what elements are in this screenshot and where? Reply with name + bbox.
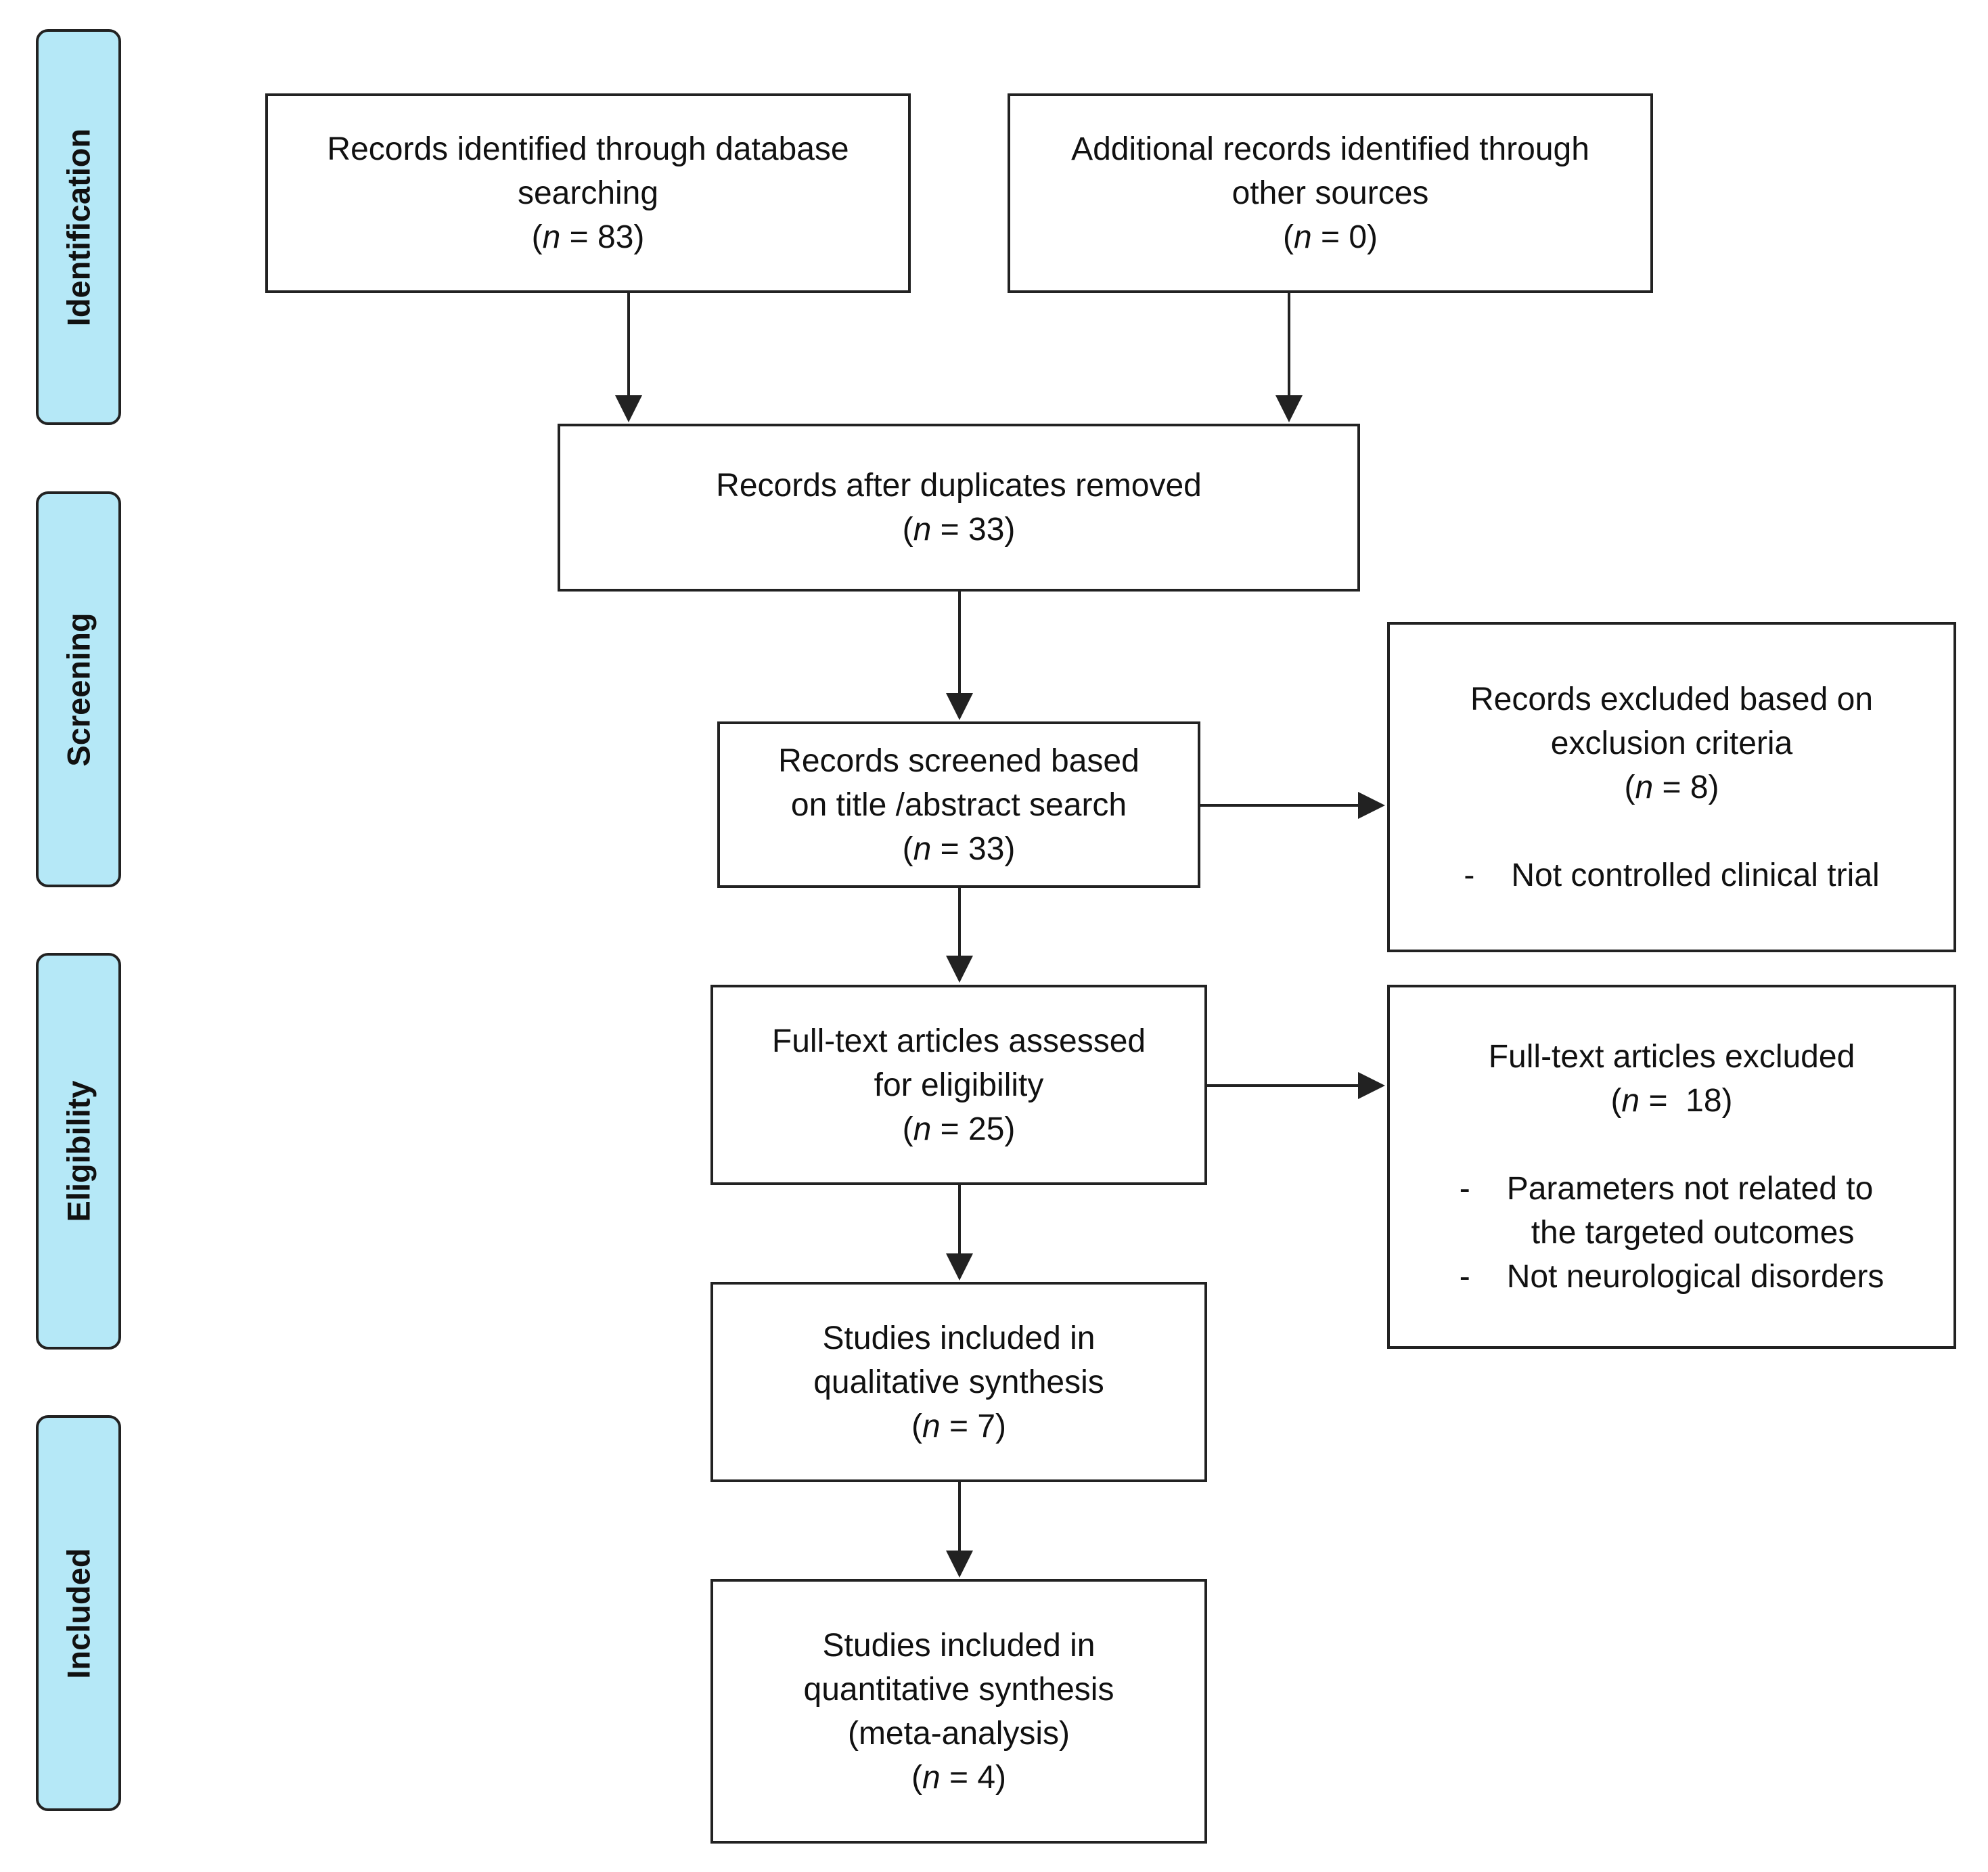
stage-eligibility: Eligibility	[36, 953, 121, 1350]
box-count: (n = 0)	[1282, 219, 1378, 255]
stage-included: Included	[36, 1415, 121, 1811]
box-records-screened: Records screened based on title /abstrac…	[717, 721, 1200, 888]
stage-identification: Identification	[36, 29, 121, 425]
box-qualitative-synthesis: Studies included in qualitative synthesi…	[710, 1282, 1207, 1482]
box-text: Records screened based	[778, 742, 1139, 779]
list-item: -Not controlled clinical trial	[1464, 857, 1880, 893]
box-fulltext-assessed: Full-text articles assessed for eligibil…	[710, 985, 1207, 1185]
box-count: (n = 18)	[1610, 1083, 1733, 1119]
box-after-duplicates: Records after duplicates removed (n = 33…	[558, 424, 1360, 592]
box-text: for eligibility	[874, 1067, 1044, 1103]
exclusion-reasons-list: -Not controlled clinical trial	[1464, 853, 1879, 897]
list-item: -Parameters not related to	[1459, 1171, 1874, 1207]
box-count: (n = 4)	[911, 1759, 1007, 1796]
box-text: exclusion criteria	[1550, 725, 1793, 761]
list-item-continuation: the targeted outcomes	[1531, 1215, 1855, 1251]
stage-screening-label: Screening	[60, 612, 97, 767]
box-text: Records identified through database	[327, 131, 849, 167]
box-quantitative-synthesis: Studies included in quantitative synthes…	[710, 1579, 1207, 1844]
box-count: (n = 33)	[902, 830, 1016, 867]
box-text: (meta-analysis)	[847, 1715, 1070, 1752]
stage-eligibility-label: Eligibility	[60, 1080, 97, 1222]
box-database-records: Records identified through database sear…	[265, 93, 911, 293]
stage-included-label: Included	[60, 1547, 97, 1679]
box-other-sources: Additional records identified through ot…	[1008, 93, 1653, 293]
list-item: -Not neurological disorders	[1459, 1259, 1884, 1295]
box-text: other sources	[1232, 175, 1429, 211]
box-text: searching	[517, 175, 659, 211]
box-count: (n = 25)	[902, 1111, 1016, 1147]
box-records-excluded: Records excluded based on exclusion crit…	[1387, 622, 1956, 952]
stage-identification-label: Identification	[60, 128, 97, 326]
box-count: (n = 7)	[911, 1408, 1007, 1444]
box-text: qualitative synthesis	[813, 1364, 1104, 1400]
box-text: Full-text articles excluded	[1488, 1039, 1855, 1075]
box-text: Full-text articles assessed	[771, 1023, 1146, 1059]
box-text: on title /abstract search	[790, 786, 1127, 823]
box-count: (n = 83)	[531, 219, 645, 255]
box-text: Records excluded based on	[1470, 681, 1874, 717]
stage-screening: Screening	[36, 491, 121, 887]
box-text: quantitative synthesis	[803, 1671, 1114, 1708]
exclusion-reasons-list: -Parameters not related to the targeted …	[1460, 1167, 1884, 1299]
box-count: (n = 8)	[1624, 769, 1719, 805]
box-text: Studies included in	[822, 1627, 1095, 1664]
box-fulltext-excluded: Full-text articles excluded (n = 18) -Pa…	[1387, 985, 1956, 1349]
box-text: Additional records identified through	[1071, 131, 1589, 167]
box-text: Records after duplicates removed	[716, 468, 1202, 504]
box-count: (n = 33)	[902, 512, 1016, 548]
box-text: Studies included in	[822, 1320, 1095, 1356]
